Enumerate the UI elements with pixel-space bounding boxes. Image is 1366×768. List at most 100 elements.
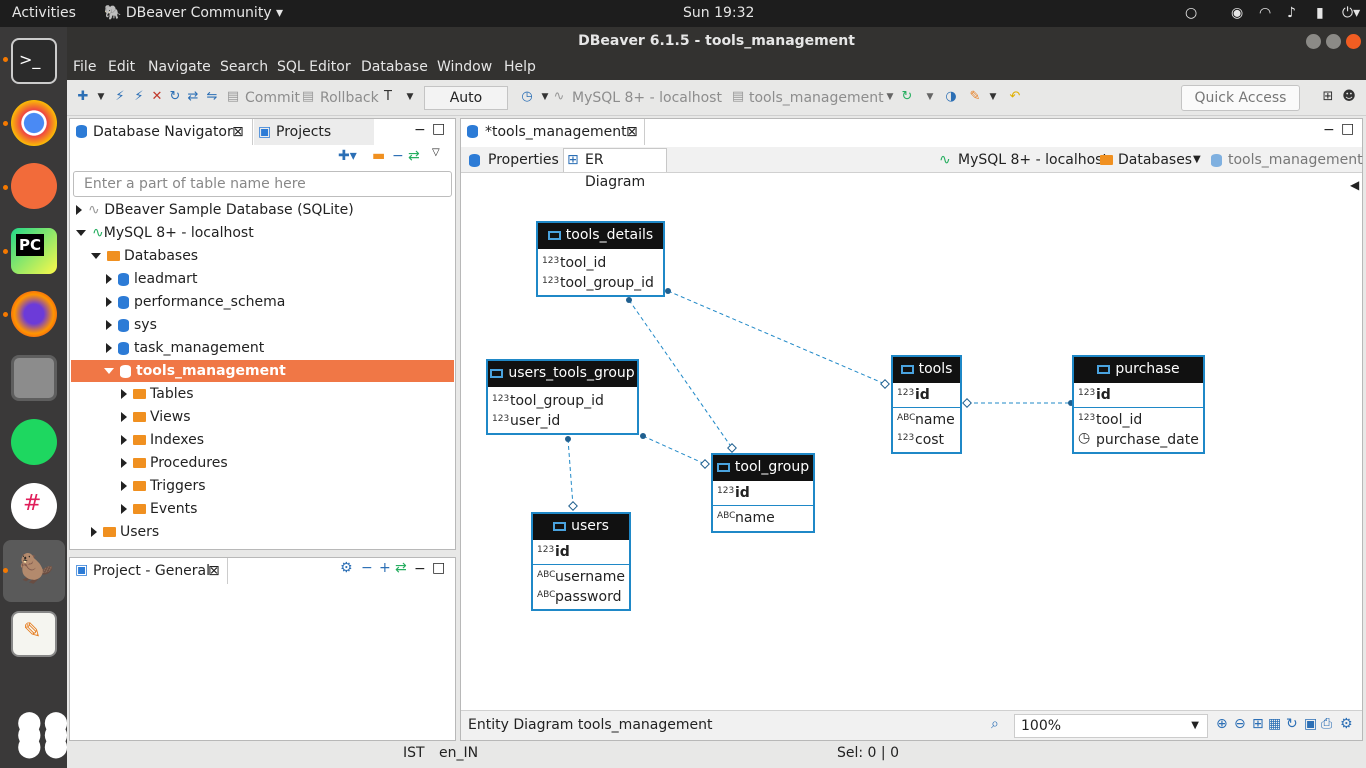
tree-item-leadmart[interactable]: leadmart bbox=[106, 268, 197, 290]
breadcrumb-databases[interactable]: Databases bbox=[1118, 152, 1193, 168]
chevron-down-icon[interactable]: ▼ bbox=[1193, 154, 1201, 165]
battery-icon[interactable]: ▮ bbox=[1316, 5, 1324, 21]
layout-icon[interactable]: ⊞ bbox=[1252, 716, 1264, 732]
maximize-panel-icon[interactable]: □ bbox=[432, 121, 446, 137]
column-row[interactable]: 123tool_id bbox=[538, 253, 663, 273]
slack-icon[interactable]: # bbox=[11, 483, 57, 529]
transaction-icon[interactable]: T bbox=[384, 89, 392, 104]
table-filter-input[interactable]: Enter a part of table name here bbox=[73, 171, 452, 197]
zoom-select[interactable]: 100%▼ bbox=[1014, 714, 1208, 738]
collapse-all-icon[interactable]: − bbox=[392, 148, 404, 164]
maximize-icon[interactable] bbox=[1326, 34, 1341, 49]
power-menu-icon[interactable]: ⏻▾ bbox=[1342, 5, 1361, 21]
close-tab-icon[interactable]: ⊠ bbox=[626, 124, 638, 140]
chevron-down-icon[interactable]: ▼ bbox=[989, 92, 997, 102]
column-row[interactable]: 123tool_group_id bbox=[538, 273, 663, 293]
tree-item-indexes[interactable]: Indexes bbox=[121, 429, 204, 451]
chrome-icon[interactable] bbox=[11, 100, 57, 146]
palette-toggle-icon[interactable]: ◀ bbox=[1350, 178, 1360, 192]
expand-all-icon[interactable]: + bbox=[379, 560, 391, 576]
column-row[interactable]: 123user_id bbox=[488, 411, 637, 431]
menu-file[interactable]: File bbox=[73, 59, 97, 75]
menu-help[interactable]: Help bbox=[504, 59, 536, 75]
files-icon[interactable] bbox=[11, 355, 57, 401]
link-editor-icon[interactable]: ⇄ bbox=[408, 148, 420, 164]
menu-database[interactable]: Database bbox=[361, 59, 428, 75]
active-schema-select[interactable]: tools_management bbox=[749, 90, 884, 106]
tab-project-general[interactable]: ▣ Project - General ⊠ bbox=[70, 558, 228, 584]
chevron-down-icon[interactable]: ▼ bbox=[97, 92, 105, 102]
tree-item-mysql[interactable]: ∿MySQL 8+ - localhost bbox=[76, 222, 254, 244]
gear-icon[interactable]: ⚙ bbox=[340, 560, 353, 576]
column-row[interactable]: 123tool_id bbox=[1074, 410, 1203, 430]
entity-tool-group[interactable]: tool_group 123id ABCname bbox=[711, 453, 815, 533]
tree-item-databases[interactable]: Databases bbox=[91, 245, 198, 267]
close-tab-icon[interactable]: ⊠ bbox=[208, 563, 220, 579]
terminal-icon[interactable]: >_ bbox=[11, 38, 57, 84]
column-row[interactable]: 123cost bbox=[893, 430, 960, 450]
minimize-panel-icon[interactable]: − bbox=[414, 561, 426, 577]
menu-window[interactable]: Window bbox=[437, 59, 493, 75]
app-menu[interactable]: 🐘 DBeaver Community ▾ bbox=[104, 5, 284, 21]
view-menu-icon[interactable]: ▽ bbox=[432, 147, 440, 158]
dbeaver-dock-icon[interactable]: 🦫 bbox=[3, 540, 65, 602]
clock[interactable]: Sun 19:32 bbox=[683, 5, 755, 21]
maximize-panel-icon[interactable]: □ bbox=[432, 560, 446, 576]
firefox-icon[interactable] bbox=[11, 291, 57, 337]
postman-icon[interactable] bbox=[11, 163, 57, 209]
search-icon[interactable]: ⌕ bbox=[991, 716, 999, 732]
open-perspective-icon[interactable]: ⊞ bbox=[1322, 89, 1334, 104]
primary-key-row[interactable]: 123id bbox=[713, 481, 813, 505]
refresh-icon[interactable]: ↻ bbox=[1286, 716, 1298, 732]
new-folder-icon[interactable]: ▬ bbox=[372, 148, 386, 164]
bulb-icon[interactable]: ○ bbox=[1185, 5, 1198, 21]
chevron-down-icon[interactable]: ▼ bbox=[541, 92, 549, 102]
zoom-out-icon[interactable]: ⊖ bbox=[1234, 716, 1246, 732]
primary-key-row[interactable]: 123id bbox=[893, 383, 960, 407]
chevron-down-icon[interactable]: ▼ bbox=[926, 92, 934, 102]
tab-tools-management-editor[interactable]: *tools_management ⊠ bbox=[461, 119, 645, 145]
text-editor-icon[interactable]: ✎ bbox=[11, 611, 57, 657]
entity-users[interactable]: users 123id ABCusername ABCpassword bbox=[531, 512, 631, 611]
invalidate-icon[interactable]: ↻ bbox=[169, 89, 181, 104]
column-row[interactable]: ABCname bbox=[893, 410, 960, 430]
tree-item-triggers[interactable]: Triggers bbox=[121, 475, 206, 497]
pycharm-icon[interactable]: PC bbox=[11, 228, 57, 274]
disconnect-all-icon[interactable]: ✕ bbox=[151, 89, 163, 104]
menu-sql-editor[interactable]: SQL Editor bbox=[277, 59, 351, 75]
entity-tools-details[interactable]: tools_details 123tool_id 123tool_group_i… bbox=[536, 221, 665, 297]
tab-database-navigator[interactable]: Database Navigator ⊠ bbox=[70, 119, 253, 145]
close-tab-icon[interactable]: ⊠ bbox=[232, 124, 244, 140]
dashboard-icon[interactable]: ◑ bbox=[945, 89, 957, 104]
tree-item-views[interactable]: Views bbox=[121, 406, 191, 428]
transaction-log-icon[interactable]: ⇋ bbox=[206, 89, 218, 104]
wifi-icon[interactable]: ◠ bbox=[1259, 5, 1272, 21]
commit-button[interactable]: Commit bbox=[245, 90, 300, 106]
new-connection-icon[interactable]: ✚ bbox=[77, 89, 89, 104]
spotify-icon[interactable] bbox=[11, 419, 57, 465]
breadcrumb-connection[interactable]: MySQL 8+ - localhost bbox=[958, 152, 1108, 168]
chevron-down-icon[interactable]: ▼ bbox=[886, 92, 894, 102]
subtab-properties[interactable]: Properties bbox=[463, 148, 563, 172]
entity-users-tools-group[interactable]: users_tools_group 123tool_group_id 123us… bbox=[486, 359, 639, 435]
chevron-down-icon[interactable]: ▼ bbox=[406, 92, 414, 102]
rollback-button[interactable]: Rollback bbox=[320, 90, 379, 106]
disconnect-icon[interactable]: ⚡ bbox=[134, 89, 144, 104]
entity-purchase[interactable]: purchase 123id 123tool_id ◷purchase_date bbox=[1072, 355, 1205, 454]
save-image-icon[interactable]: ▣ bbox=[1304, 716, 1318, 732]
tree-item-tables[interactable]: Tables bbox=[121, 383, 194, 405]
tools-icon[interactable]: ✎ bbox=[969, 89, 981, 104]
breadcrumb-schema[interactable]: tools_management bbox=[1228, 152, 1363, 168]
new-connection-icon[interactable]: ✚▾ bbox=[338, 148, 357, 164]
primary-key-row[interactable]: 123id bbox=[533, 540, 629, 564]
activities-button[interactable]: Activities bbox=[12, 5, 76, 21]
column-row[interactable]: ABCname bbox=[713, 508, 813, 528]
active-connection-select[interactable]: MySQL 8+ - localhost bbox=[572, 90, 722, 106]
quick-access-input[interactable]: Quick Access bbox=[1181, 85, 1300, 111]
tree-item-performance-schema[interactable]: performance_schema bbox=[106, 291, 285, 313]
tree-item-tools-management[interactable]: tools_management bbox=[71, 360, 454, 382]
minimize-editor-icon[interactable]: − bbox=[1323, 122, 1335, 138]
collapse-all-icon[interactable]: − bbox=[361, 560, 373, 576]
back-icon[interactable]: ↶ bbox=[1009, 89, 1021, 104]
connect-icon[interactable]: ⚡ bbox=[115, 89, 125, 104]
